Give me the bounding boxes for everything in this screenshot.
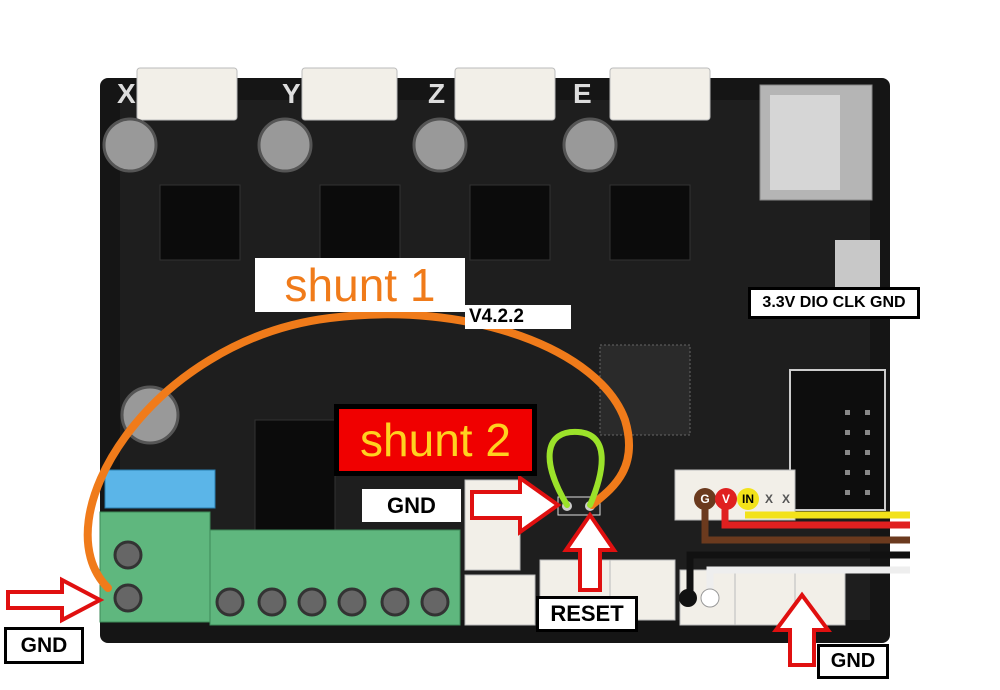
arrow-up-icon [772, 591, 832, 667]
gnd-pin-label: GND [362, 489, 461, 522]
mcu-chip [599, 344, 691, 436]
gnd-connector-label: GND [817, 644, 889, 679]
axis-label-z: Z [428, 78, 446, 109]
fuse [104, 469, 216, 509]
shunt1-wire [83, 310, 634, 592]
pin-label-in: IN [737, 488, 759, 510]
version-label: V4.2.2 [465, 305, 571, 329]
capacitors [102, 117, 618, 445]
pin-label-x1: X [764, 492, 773, 506]
stepper-connectors [136, 67, 711, 121]
driver-heatsinks [159, 184, 691, 541]
gnd-power-label: GND [4, 627, 84, 664]
shunt2-wire [546, 428, 605, 508]
programming-header [789, 369, 886, 511]
axis-label-y: Y [282, 78, 301, 109]
swd-pins-label: 3.3V DIO CLK GND [748, 287, 920, 319]
pin-label-x2: X [781, 492, 790, 506]
shunt2-label: shunt 2 [334, 404, 537, 476]
arrow-right-icon [6, 576, 105, 624]
pin-label-v: V [715, 488, 737, 510]
axis-label-e: E [573, 78, 592, 109]
pin-label-g: G [694, 488, 716, 510]
arrow-icons [6, 474, 832, 667]
connector-wires [686, 505, 910, 598]
reset-label: RESET [536, 596, 638, 632]
axis-label-x: X [117, 78, 136, 109]
usb-port [835, 240, 880, 290]
shunt1-label: shunt 1 [255, 258, 465, 312]
arrow-up-icon [562, 511, 618, 592]
power-terminals [99, 511, 461, 626]
arrow-right-icon [470, 474, 562, 536]
